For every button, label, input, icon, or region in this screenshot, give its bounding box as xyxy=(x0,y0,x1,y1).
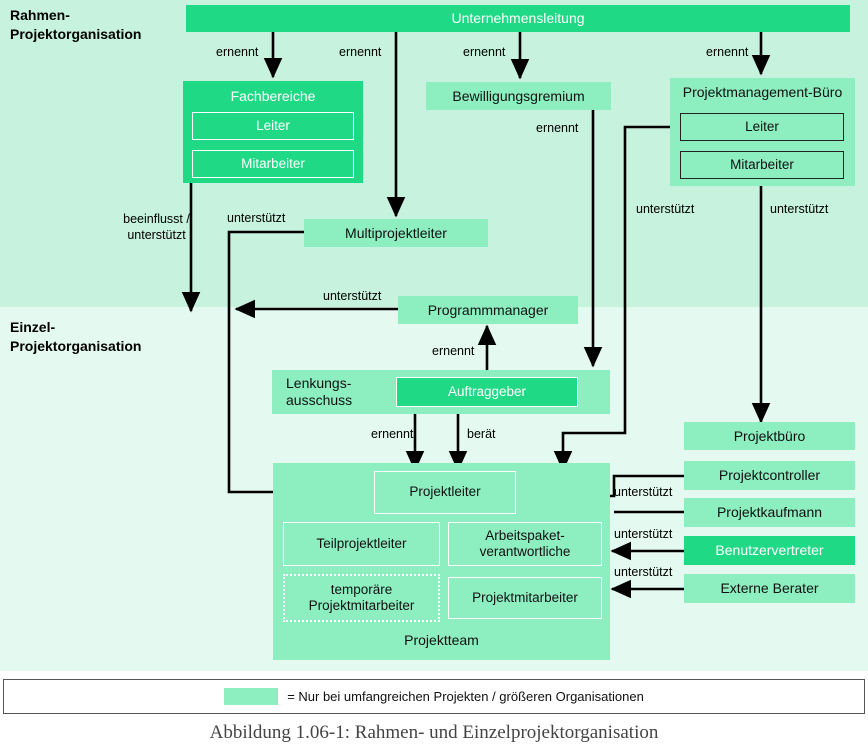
box-auftraggeber-label: Auftraggeber xyxy=(447,383,527,399)
edge-label-beeinflusst-unterstuetzt: beeinflusst / unterstützt xyxy=(104,212,209,243)
box-temporaere-projektmitarbeiter-line2: Projektmitarbeiter xyxy=(308,598,415,613)
edge-label-unterstuetzt-multiprojektleiter: unterstützt xyxy=(227,211,286,225)
box-projektcontroller-label: Projektcontroller xyxy=(718,467,821,484)
box-programmmanager[interactable]: Programmmanager xyxy=(398,296,578,324)
edge-label-unterstuetzt-externe-berater: unterstützt xyxy=(614,565,673,579)
box-projektteam[interactable]: Projektteam xyxy=(273,463,610,660)
box-programmmanager-label: Programmmanager xyxy=(427,301,549,318)
box-arbeitspaketverantwortliche-line2: verantwortliche xyxy=(479,544,571,559)
edge-label-ernennt-programmmanager: ernennt xyxy=(432,344,475,358)
box-externe-berater[interactable]: Externe Berater xyxy=(684,574,855,603)
box-temporaere-projektmitarbeiter-line1: temporäre xyxy=(330,581,393,597)
box-benutzervertreter-label: Benutzervertreter xyxy=(715,542,824,559)
box-fachbereiche-leiter[interactable]: Leiter xyxy=(192,112,354,140)
box-arbeitspaketverantwortliche[interactable]: Arbeitspaket- verantwortliche xyxy=(448,522,602,566)
edge-label-unterstuetzt-projektcontroller: unterstützt xyxy=(614,485,673,499)
box-fachbereiche-leiter-label: Leiter xyxy=(256,117,290,133)
box-bewilligungsgremium[interactable]: Bewilligungsgremium xyxy=(426,82,611,110)
box-teilprojektleiter[interactable]: Teilprojektleiter xyxy=(283,522,440,566)
box-pmbuero-mitarbeiter[interactable]: Mitarbeiter xyxy=(680,151,844,179)
box-projektmanagement-buero-label: Projektmanagement-Büro xyxy=(682,84,843,100)
section-label-einzel-line1: Einzel- xyxy=(10,319,56,335)
section-label-einzel-line2: Projektorganisation xyxy=(10,337,142,354)
box-externe-berater-label: Externe Berater xyxy=(720,580,819,597)
box-projektcontroller[interactable]: Projektcontroller xyxy=(684,461,855,490)
edge-label-ernennt-bewilligungsgremium: ernennt xyxy=(463,45,506,59)
box-pmbuero-leiter-label: Leiter xyxy=(745,118,779,134)
box-pmbuero-mitarbeiter-label: Mitarbeiter xyxy=(730,156,794,172)
edge-label-beraet-projektleiter: berät xyxy=(467,427,496,441)
box-bewilligungsgremium-label: Bewilligungsgremium xyxy=(452,87,585,104)
box-unternehmensleitung[interactable]: Unternehmensleitung xyxy=(186,5,850,32)
box-lenkungsausschuss-line2: ausschuss xyxy=(286,392,353,408)
box-projektteam-label: Projektteam xyxy=(404,632,479,649)
edge-label-ernennt-lenkungsausschuss: ernennt xyxy=(536,121,579,135)
box-lenkungsausschuss-line1: Lenkungs- xyxy=(286,374,352,391)
box-fachbereiche-mitarbeiter-label: Mitarbeiter xyxy=(241,155,305,171)
box-projektkaufmann[interactable]: Projektkaufmann xyxy=(684,498,855,527)
box-arbeitspaketverantwortliche-line1: Arbeitspaket- xyxy=(485,527,565,543)
box-projektleiter-label: Projektleiter xyxy=(409,484,481,500)
edge-label-beeinflusst-line2: unterstützt xyxy=(127,227,186,242)
edge-label-ernennt-fachbereiche: ernennt xyxy=(216,45,259,59)
box-projektkaufmann-label: Projektkaufmann xyxy=(716,504,823,521)
box-teilprojektleiter-label: Teilprojektleiter xyxy=(316,535,407,551)
box-projektmitarbeiter-label: Projektmitarbeiter xyxy=(472,589,578,605)
section-label-einzel: Einzel- Projektorganisation xyxy=(10,318,175,356)
box-multiprojektleiter[interactable]: Multiprojektleiter xyxy=(304,219,488,247)
box-multiprojektleiter-label: Multiprojektleiter xyxy=(345,224,447,241)
section-label-rahmen-line2: Projektorganisation xyxy=(10,25,142,42)
edge-label-ernennt-pmbuero: ernennt xyxy=(706,45,749,59)
box-temporaere-projektmitarbeiter[interactable]: temporäre Projektmitarbeiter xyxy=(283,574,440,622)
edge-label-unterstuetzt-benutzervertreter: unterstützt xyxy=(614,527,673,541)
figure-caption: Abbildung 1.06-1: Rahmen- und Einzelproj… xyxy=(209,722,659,743)
edge-label-ernennt-multiprojektleiter: ernennt xyxy=(339,45,382,59)
box-fachbereiche-mitarbeiter[interactable]: Mitarbeiter xyxy=(192,150,354,178)
section-label-rahmen: Rahmen- Projektorganisation xyxy=(10,6,175,44)
legend: = Nur bei umfangreichen Projekten / größ… xyxy=(3,679,865,714)
box-projektbuero-label: Projektbüro xyxy=(733,427,806,444)
legend-text: = Nur bei umfangreichen Projekten / größ… xyxy=(287,689,644,704)
edge-label-unterstuetzt-pmbuero-mitarbeiter: unterstützt xyxy=(770,202,829,216)
box-fachbereiche-label: Fachbereiche xyxy=(230,88,316,104)
box-projektmanagement-buero[interactable]: Projektmanagement-Büro xyxy=(670,78,855,186)
box-unternehmensleitung-label: Unternehmensleitung xyxy=(451,10,585,27)
edge-label-unterstuetzt-pmbuero-leiter: unterstützt xyxy=(636,202,695,216)
box-benutzervertreter[interactable]: Benutzervertreter xyxy=(684,536,855,565)
box-auftraggeber[interactable]: Auftraggeber xyxy=(396,377,578,407)
edge-label-unterstuetzt-programmmanager: unterstützt xyxy=(323,289,382,303)
box-fachbereiche[interactable]: Fachbereiche xyxy=(183,81,363,183)
edge-label-ernennt-projektleiter: ernennt xyxy=(371,427,414,441)
box-projektmitarbeiter[interactable]: Projektmitarbeiter xyxy=(448,577,602,619)
section-label-rahmen-line1: Rahmen- xyxy=(10,7,70,23)
legend-color-swatch xyxy=(224,688,279,705)
box-projektleiter[interactable]: Projektleiter xyxy=(374,471,516,514)
box-projektbuero[interactable]: Projektbüro xyxy=(684,422,855,450)
box-pmbuero-leiter[interactable]: Leiter xyxy=(680,113,844,141)
edge-label-beeinflusst-line1: beeinflusst / xyxy=(123,212,190,226)
